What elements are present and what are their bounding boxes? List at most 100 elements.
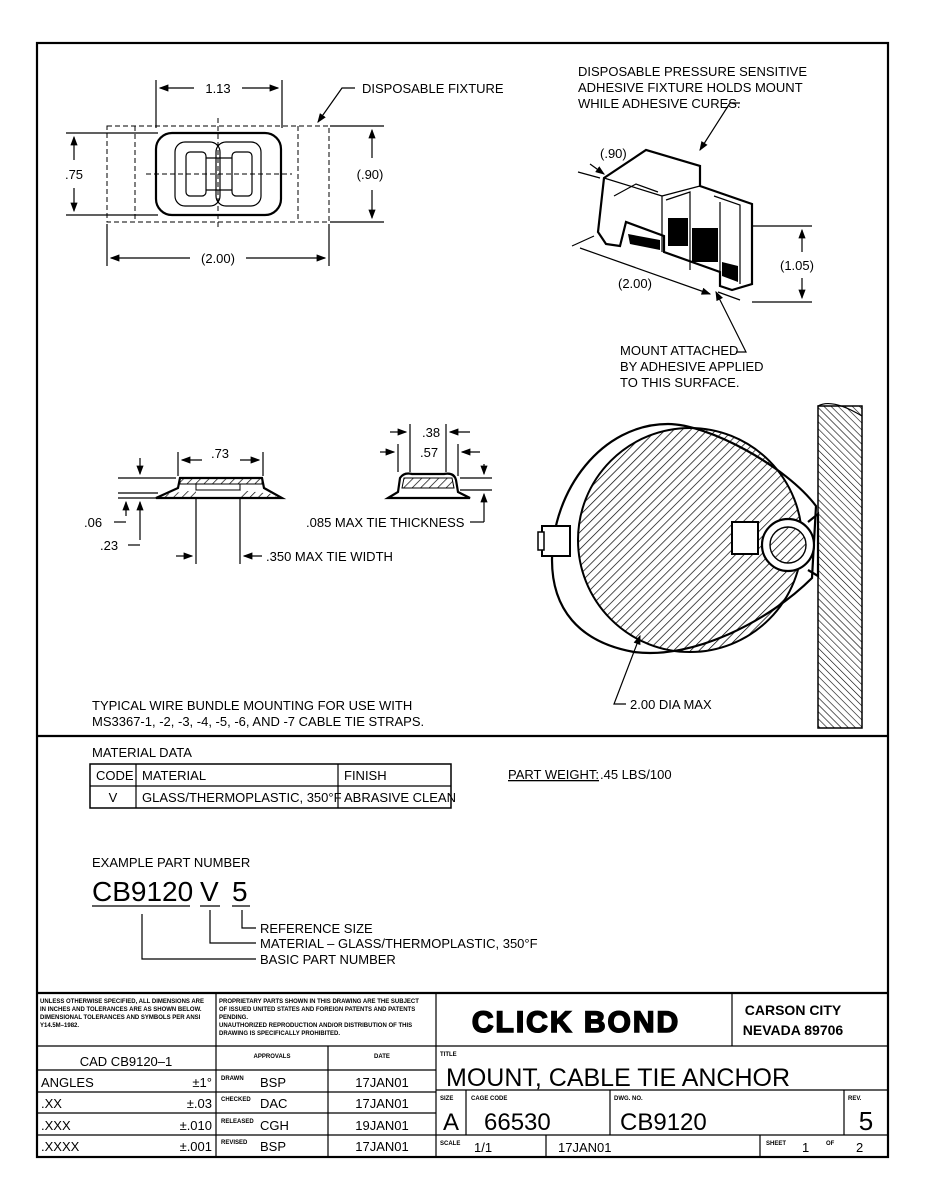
iso-view: DISPOSABLE PRESSURE SENSITIVE ADHESIVE F… <box>571 64 814 390</box>
weight-value: .45 LBS/100 <box>600 767 672 782</box>
material-data: MATERIAL DATA CODE MATERIAL FINISH V GLA… <box>89 745 672 809</box>
tol-value-2: ±.010 <box>180 1118 212 1133</box>
approval-role-2: RELEASED <box>221 1119 254 1125</box>
material-header-code: CODE <box>96 768 134 783</box>
top-dim-width: 1.13 <box>205 81 230 96</box>
example-legend-size: REFERENCE SIZE <box>260 921 373 936</box>
approval-name-3: BSP <box>260 1139 286 1154</box>
rev-value: 5 <box>859 1106 873 1136</box>
fixture-label: DISPOSABLE FIXTURE <box>362 81 504 96</box>
prop-note-3: PENDING. <box>219 1015 248 1021</box>
prop-note-2: OF ISSUED UNITED STATES AND FOREIGN PATE… <box>219 1007 415 1013</box>
scale-label: SCALE <box>440 1141 460 1147</box>
prop-note-4: UNAUTHORIZED REPRODUCTION AND/OR DISTRIB… <box>219 1023 412 1029</box>
side-view: .73 .06 .23 .350 MAX TIE WIDTH <box>84 446 393 564</box>
side-dim-base: .06 <box>84 515 102 530</box>
tol-value-3: ±.001 <box>180 1139 212 1154</box>
tol-note-4: Y14.5M–1982. <box>40 1023 79 1029</box>
end-dim-b: .57 <box>420 445 438 460</box>
title-block: UNLESS OTHERWISE SPECIFIED, ALL DIMENSIO… <box>37 993 888 1157</box>
approvals-header: APPROVALS <box>254 1054 291 1060</box>
material-header-material: MATERIAL <box>142 768 206 783</box>
weight-label: PART WEIGHT: <box>508 767 599 782</box>
tol-label-3: .XXXX <box>41 1139 80 1154</box>
mount-note-line-3: TO THIS SURFACE. <box>620 375 739 390</box>
drawing-title: MOUNT, CABLE TIE ANCHOR <box>446 1064 790 1092</box>
tol-value-0: ±1° <box>192 1075 212 1090</box>
approval-date-1: 17JAN01 <box>355 1096 408 1111</box>
end-view: .38 .57 .085 MAX TIE THICKNESS <box>306 424 492 530</box>
company-state: NEVADA 89706 <box>743 1022 844 1038</box>
approval-role-0: DRAWN <box>221 1076 244 1082</box>
iso-note-line-2: ADHESIVE FIXTURE HOLDS MOUNT <box>578 80 803 95</box>
date-header: DATE <box>374 1054 390 1060</box>
of-label: OF <box>826 1141 835 1147</box>
example-material: V <box>200 876 219 907</box>
dwg-value: CB9120 <box>620 1109 707 1136</box>
tol-value-1: ±.03 <box>187 1096 212 1111</box>
company-city: CARSON CITY <box>745 1002 842 1018</box>
approval-name-2: CGH <box>260 1118 289 1133</box>
iso-dim-height: (1.05) <box>780 258 814 273</box>
top-dim-height: .75 <box>65 167 83 182</box>
of-value: 2 <box>856 1140 863 1155</box>
tol-label-0: ANGLES <box>41 1075 94 1090</box>
iso-dim-depth: (.90) <box>600 146 627 161</box>
click-bond-logo: CLICK BOND <box>472 1006 680 1039</box>
example-size: 5 <box>232 876 248 907</box>
prop-note-1: PROPRIETARY PARTS SHOWN IN THIS DRAWING … <box>219 999 419 1005</box>
example-legend-basic: BASIC PART NUMBER <box>260 952 396 967</box>
cage-label: CAGE CODE <box>471 1096 507 1102</box>
iso-note-line-1: DISPOSABLE PRESSURE SENSITIVE <box>578 64 807 79</box>
cage-value: 66530 <box>484 1109 551 1136</box>
example-basic: CB9120 <box>92 876 193 907</box>
approval-date-0: 17JAN01 <box>355 1075 408 1090</box>
approval-name-0: BSP <box>260 1075 286 1090</box>
iso-dim-width: (2.00) <box>618 276 652 291</box>
example-title: EXAMPLE PART NUMBER <box>92 855 250 870</box>
tol-label-2: .XXX <box>41 1118 71 1133</box>
bundle-view: 2.00 DIA MAX <box>537 403 863 729</box>
top-dim-fixture-height: (.90) <box>357 167 384 182</box>
tol-note-1: UNLESS OTHERWISE SPECIFIED, ALL DIMENSIO… <box>40 999 204 1005</box>
approval-date-3: 17JAN01 <box>355 1139 408 1154</box>
material-cell-code: V <box>109 790 118 805</box>
approval-date-2: 19JAN01 <box>355 1118 408 1133</box>
bundle-dia-label: 2.00 DIA MAX <box>630 697 712 712</box>
sheet-value: 1 <box>802 1140 809 1155</box>
approval-name-1: DAC <box>260 1096 287 1111</box>
end-dim-a: .38 <box>422 425 440 440</box>
size-value: A <box>443 1109 459 1136</box>
end-tie-thickness: .085 MAX TIE THICKNESS <box>306 515 465 530</box>
typical-note-line-2: MS3367-1, -2, -3, -4, -5, -6, AND -7 CAB… <box>92 714 424 729</box>
approval-role-3: REVISED <box>221 1140 248 1146</box>
example-part-number: EXAMPLE PART NUMBER CB9120 V 5 REFERENCE… <box>92 855 538 967</box>
prop-note-5: DRAWING IS SPECIFICALLY PROHIBITED. <box>219 1031 340 1037</box>
top-dim-fixture-width: (2.00) <box>201 251 235 266</box>
tol-note-3: DIMENSIONAL TOLERANCES AND SYMBOLS PER A… <box>40 1015 201 1021</box>
material-header-finish: FINISH <box>344 768 387 783</box>
size-label: SIZE <box>440 1096 453 1102</box>
tol-label-1: .XX <box>41 1096 62 1111</box>
mount-note-line-2: BY ADHESIVE APPLIED <box>620 359 764 374</box>
cad-number: CAD CB9120–1 <box>80 1054 173 1069</box>
tol-note-2: IN INCHES AND TOLERANCES ARE AS SHOWN BE… <box>40 1007 202 1013</box>
material-cell-finish: ABRASIVE CLEAN <box>344 790 456 805</box>
scale-date: 17JAN01 <box>558 1140 611 1155</box>
example-legend-material: MATERIAL – GLASS/THERMOPLASTIC, 350°F <box>260 936 538 951</box>
side-tie-width: .350 MAX TIE WIDTH <box>266 549 393 564</box>
top-view: 1.13 DISPOSABLE FIXTURE .75 (.90) (2.00) <box>65 80 504 266</box>
side-dim-top: .73 <box>211 446 229 461</box>
material-title: MATERIAL DATA <box>92 745 192 760</box>
typical-note-line-1: TYPICAL WIRE BUNDLE MOUNTING FOR USE WIT… <box>92 698 412 713</box>
mount-note-line-1: MOUNT ATTACHED <box>620 343 738 358</box>
scale-value: 1/1 <box>474 1140 492 1155</box>
iso-note-line-3: WHILE ADHESIVE CURES. <box>578 96 741 111</box>
sheet-border <box>35 41 890 1159</box>
approval-role-1: CHECKED <box>221 1097 251 1103</box>
dwg-label: DWG. NO. <box>614 1096 643 1102</box>
rev-label: REV. <box>848 1096 862 1102</box>
side-dim-height: .23 <box>100 538 118 553</box>
sheet-label: SHEET <box>766 1141 786 1147</box>
